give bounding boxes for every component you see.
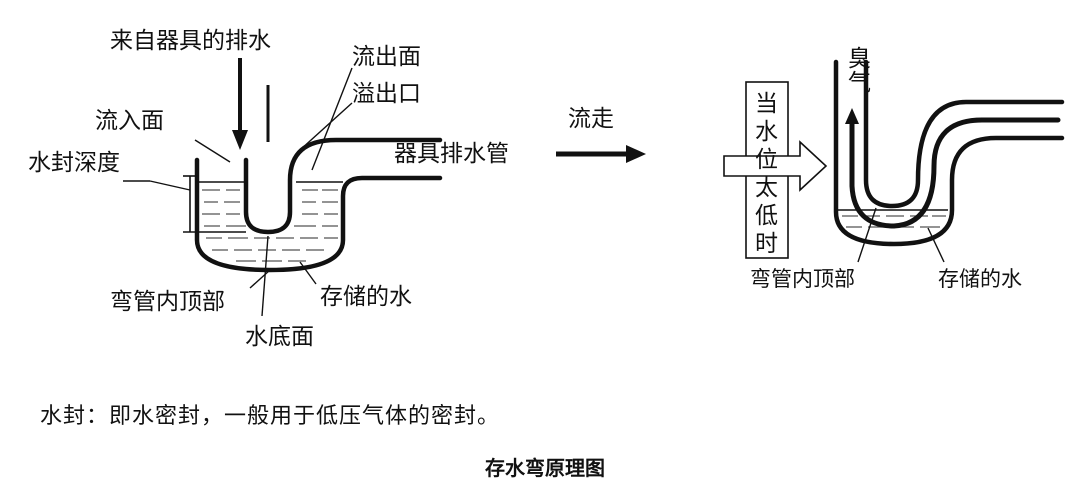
low-water-condition-char: 时 bbox=[755, 231, 778, 257]
left-trap-diagram: 来自器具的排水 流出面 溢出口 流入面 水封深度 器具排水管 流走 弯管内顶部 … bbox=[28, 28, 646, 350]
label-low-water-condition: 当水位太低时 bbox=[755, 91, 778, 257]
right-trap-pipe bbox=[833, 59, 1065, 247]
left-trap-pipe bbox=[194, 137, 443, 273]
label-flows-away: 流走 bbox=[568, 106, 614, 132]
inflow-arrows bbox=[232, 58, 270, 150]
seal-depth-bracket bbox=[183, 175, 246, 233]
label-odor: 臭 气 bbox=[848, 46, 878, 96]
hollow-right-arrow bbox=[723, 140, 828, 192]
low-water-condition-char: 太 bbox=[755, 175, 778, 201]
label-overflow-outlet: 溢出口 bbox=[352, 81, 421, 107]
label-trap-crown-inner-top: 弯管内顶部 bbox=[110, 289, 225, 315]
odor-arrowhead bbox=[845, 108, 859, 124]
label-outflow-surface: 流出面 bbox=[352, 44, 421, 70]
label-right-trap-crown-inner-top: 弯管内顶部 bbox=[750, 267, 855, 291]
low-water-condition-char: 低 bbox=[755, 203, 778, 229]
seal-definition-note: 水封：即水密封，一般用于低压气体的密封。 bbox=[40, 404, 501, 429]
low-water-condition-char: 水 bbox=[755, 119, 778, 145]
label-right-stored-water: 存储的水 bbox=[938, 267, 1022, 291]
flow-away-arrow bbox=[556, 145, 646, 163]
left-stored-water bbox=[202, 189, 338, 262]
right-trap-diagram: 臭 气 当水位太低时 弯管内顶部 存储的水 bbox=[723, 46, 1065, 291]
right-leader-lines bbox=[857, 207, 945, 263]
label-fixture-drain-pipe: 器具排水管 bbox=[394, 141, 509, 167]
label-inflow-surface: 流入面 bbox=[95, 108, 164, 134]
label-inflow-source: 来自器具的排水 bbox=[110, 28, 271, 54]
label-stored-water: 存储的水 bbox=[320, 284, 412, 310]
left-leader-lines bbox=[123, 67, 353, 317]
odor-flow-path bbox=[849, 117, 1061, 229]
label-seal-depth: 水封深度 bbox=[28, 150, 120, 176]
low-water-condition-char: 当 bbox=[755, 91, 778, 117]
label-water-bottom-surface: 水底面 bbox=[245, 324, 314, 350]
figure-caption: 存水弯原理图 bbox=[485, 456, 605, 480]
low-water-condition-char: 位 bbox=[755, 147, 778, 173]
